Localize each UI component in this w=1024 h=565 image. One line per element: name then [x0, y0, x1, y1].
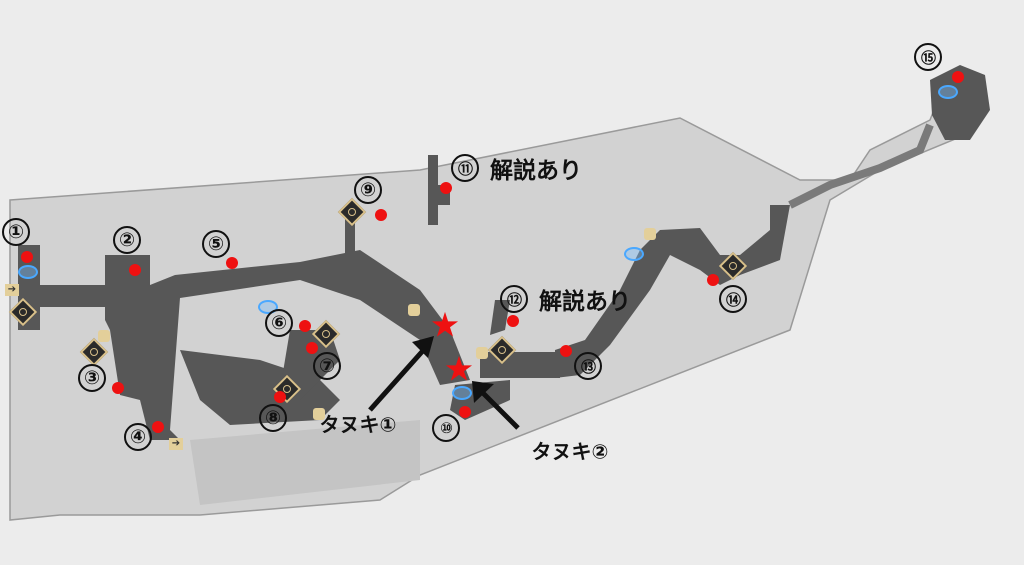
spot-label-4: ④: [124, 423, 152, 451]
item-marker-15[interactable]: [952, 71, 964, 83]
item-marker-10[interactable]: [459, 406, 471, 418]
item-marker-6[interactable]: [299, 320, 311, 332]
spot-12-note: 解説あり: [539, 289, 631, 315]
spot-label-1: ①: [2, 218, 30, 246]
spot-label-7: ⑦: [313, 352, 341, 380]
tanuki-1-label: タヌキ①: [319, 412, 397, 437]
tanuki-1-star-icon[interactable]: ★: [429, 305, 461, 346]
spot-label-5: ⑤: [202, 230, 230, 258]
item-marker-5[interactable]: [226, 257, 238, 269]
spot-label-6: ⑥: [265, 309, 293, 337]
roads: [18, 65, 990, 440]
spot-label-14: ⑭: [719, 285, 747, 313]
puzzle-icon[interactable]: [408, 304, 420, 316]
lower-area: [190, 420, 420, 505]
tanuki-2-arrow: [476, 386, 520, 430]
item-marker-14[interactable]: [707, 274, 719, 286]
item-marker-3[interactable]: [112, 382, 124, 394]
spot-label-11: ⑪: [451, 154, 479, 182]
exit-icon[interactable]: ➔: [169, 438, 183, 450]
spot-label-8: ⑧: [259, 404, 287, 432]
spot-label-15: ⑮: [914, 43, 942, 71]
spot-label-9: ⑨: [354, 176, 382, 204]
teleport-icon[interactable]: [938, 85, 958, 99]
spot-label-12: ⑫: [500, 285, 528, 313]
item-marker-4[interactable]: [152, 421, 164, 433]
item-marker-2[interactable]: [129, 264, 141, 276]
spot-label-13: ⑬: [574, 352, 602, 380]
teleport-icon[interactable]: [18, 265, 38, 279]
spot-label-2: ②: [113, 226, 141, 254]
vendor-icon[interactable]: [476, 347, 488, 359]
item-marker-11[interactable]: [440, 182, 452, 194]
puzzle-icon[interactable]: [98, 330, 110, 342]
teleport-icon[interactable]: [452, 386, 472, 400]
item-marker-7[interactable]: [306, 342, 318, 354]
exit-icon[interactable]: ➔: [5, 284, 19, 296]
spot-label-10: ⑩: [432, 414, 460, 442]
item-marker-13[interactable]: [560, 345, 572, 357]
teleport-icon[interactable]: [624, 247, 644, 261]
item-marker-8[interactable]: [274, 391, 286, 403]
vendor-icon[interactable]: [644, 228, 656, 240]
tanuki-1-arrowhead: [412, 336, 434, 358]
tanuki-2-arrowhead: [472, 381, 494, 403]
tanuki-2-star-icon[interactable]: ★: [443, 349, 475, 390]
tanuki-2-label: タヌキ②: [531, 439, 609, 464]
puzzle-icon[interactable]: [313, 408, 325, 420]
spot-label-3: ③: [78, 364, 106, 392]
item-marker-12[interactable]: [507, 315, 519, 327]
item-marker-9[interactable]: [375, 209, 387, 221]
item-marker-1[interactable]: [21, 251, 33, 263]
tanuki-1-arrow: [368, 343, 430, 412]
spot-11-note: 解説あり: [490, 158, 582, 184]
